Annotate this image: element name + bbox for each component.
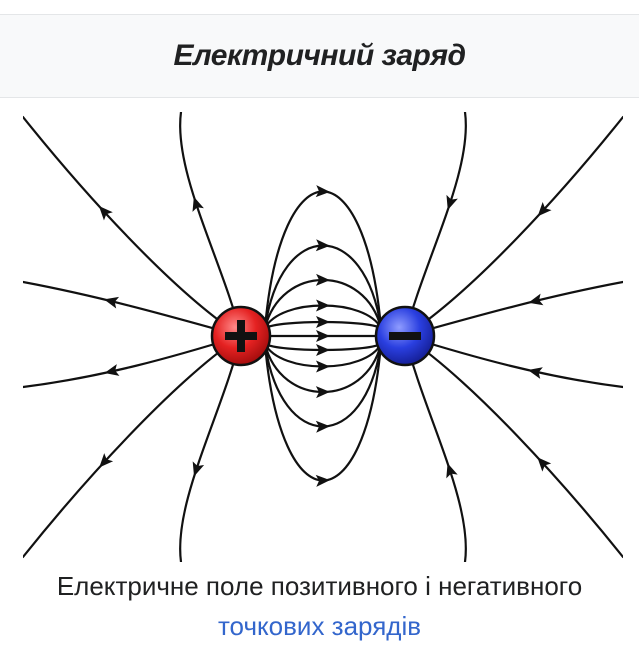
field-arrow [315, 344, 330, 357]
infobox-title: Електричний заряд [173, 39, 466, 72]
field-arrow [315, 420, 330, 433]
field-arrow [446, 194, 458, 211]
top-divider [0, 14, 639, 15]
field-line [403, 112, 467, 338]
field-line [263, 244, 383, 330]
field-diagram-image[interactable] [23, 112, 623, 562]
figure-caption: Електричне поле позитивного і негативног… [0, 566, 639, 646]
positive-charge [210, 305, 272, 367]
field-arrow [537, 457, 552, 472]
field-arrow [192, 461, 205, 477]
field-line [403, 115, 623, 338]
negative-charge [374, 305, 436, 367]
field-arrow [527, 367, 543, 379]
field-arrow [315, 273, 330, 286]
field-line [23, 115, 243, 338]
field-arrow [528, 293, 544, 306]
field-arrow [446, 463, 458, 479]
field-arrow [104, 364, 120, 376]
field-line [179, 112, 243, 338]
field-line [263, 342, 383, 428]
field-arrow [315, 299, 330, 312]
field-arrow [192, 196, 204, 212]
field-arrow [98, 206, 113, 221]
field-line [403, 280, 623, 338]
field-line [179, 334, 243, 562]
point-charges-link[interactable]: точкових зарядів [217, 611, 422, 641]
field-arrow [315, 185, 330, 198]
field-line [23, 280, 243, 338]
field-arrow [316, 330, 330, 342]
field-lines-svg [23, 112, 623, 562]
field-arrow [99, 453, 114, 468]
field-arrow [315, 239, 330, 252]
field-arrow [315, 315, 330, 328]
caption-text: Електричне поле позитивного і негативног… [56, 571, 583, 601]
field-line [23, 334, 243, 559]
field-arrow [315, 360, 330, 373]
field-arrow [104, 296, 120, 309]
field-arrow [537, 201, 552, 217]
field-arrow [315, 386, 330, 399]
field-line [403, 334, 467, 562]
field-arrow [315, 474, 330, 487]
infobox-header: Електричний заряд [0, 15, 639, 98]
field-line [403, 334, 623, 559]
